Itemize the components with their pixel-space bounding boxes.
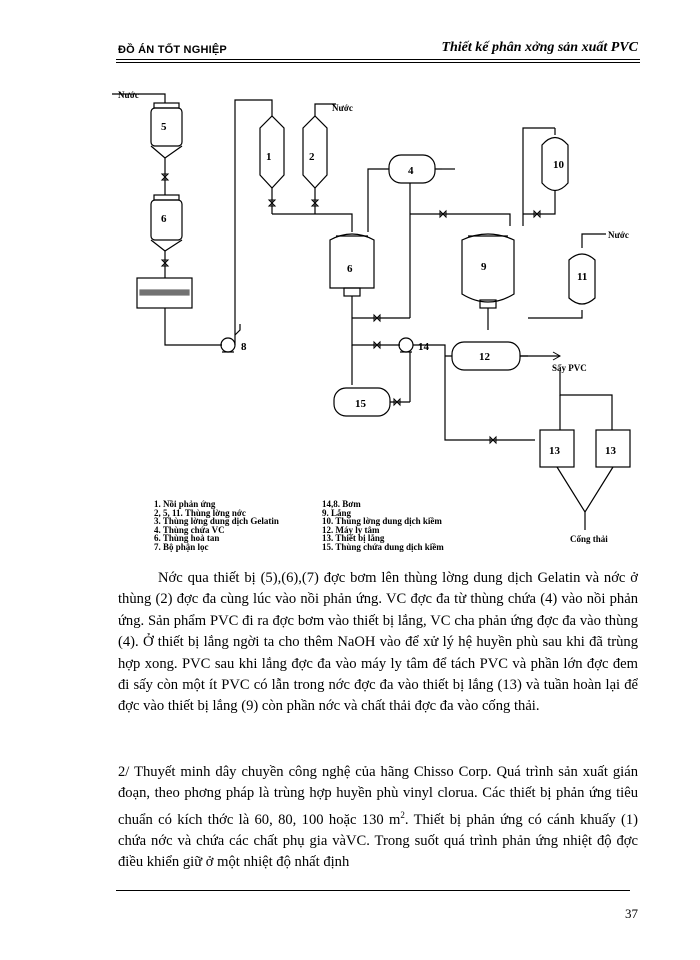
vessel-5: 5: [150, 102, 183, 159]
header-right-title: Thiết kế phân xởng sản xuất PVC: [441, 40, 638, 55]
header-rule: [116, 59, 640, 60]
vessel-11: 11: [568, 253, 596, 305]
header-left-title: ĐỒ ÁN TỐT NGHIỆP: [118, 44, 227, 56]
paragraph-2-superscript: 2: [400, 809, 405, 820]
paragraph-text: Nớc qua thiết bị (5),(6),(7) đợc bơm lên…: [118, 570, 638, 715]
vessel-10: 10: [541, 128, 569, 192]
label-nuoc-right: Nước: [608, 230, 629, 240]
legend-item: 7. Bộ phận lọc: [154, 541, 209, 552]
vessel-3: 1: [259, 115, 285, 189]
paragraph-2-main: 2/ Thuyết minh dây chuyền công nghệ của …: [118, 764, 638, 828]
pump-8: 8: [220, 324, 247, 353]
filter-unit-7: [136, 277, 193, 309]
unit-label-2: 2: [309, 151, 315, 163]
process-flow-diagram: 5 Nước 6 8 1 2 Nước: [112, 90, 631, 544]
unit-label-6: 6: [161, 213, 167, 225]
legend-item: 14,8. Bơm: [322, 499, 361, 509]
legend-item: 9. Lắng: [322, 507, 352, 518]
unit-label-3: 1: [266, 151, 272, 163]
legend-item: 3. Thùng lờng dung dịch Gelatin: [154, 516, 279, 527]
legend-item: 13. Thiết bị lắng: [322, 533, 385, 544]
unit-label-14: 14: [418, 341, 430, 353]
tank-4: 4: [382, 154, 442, 184]
unit-label-5: 5: [161, 121, 167, 133]
reactor-1: 6: [329, 233, 375, 297]
body-paragraph-1: Nớc qua thiết bị (5),(6),(7) đợc bơm lên…: [118, 568, 638, 718]
unit-label-9: 9: [481, 261, 487, 273]
body-paragraph-2: 2/ Thuyết minh dây chuyền công nghệ của …: [118, 762, 638, 874]
label-say-pvc: Sấy PVC: [552, 363, 587, 373]
label-nuoc-top-left: Nước: [118, 90, 139, 100]
page-number: 37: [625, 906, 638, 921]
legend-item: 4. Thùng chứa VC: [154, 524, 225, 535]
settler-9: 9: [461, 233, 515, 309]
unit-label-4: 4: [408, 165, 414, 177]
paragraph-text-2: 2/ Thuyết minh dây chuyền công nghệ của …: [118, 762, 638, 874]
legend-item: 12. Máy ly tâm: [322, 524, 380, 535]
paragraph-2-tail: . Thiết bị phản ứng có cánh khuấy (1) ch…: [118, 811, 638, 871]
unit-label-10: 10: [553, 159, 565, 171]
centrifuge-12: 12: [445, 341, 528, 371]
unit-label-13b: 13: [605, 445, 617, 457]
footer-rule: [116, 890, 630, 891]
legend-item: 6. Thùng hoà tan: [154, 533, 220, 544]
label-cong-thai: Cống thải: [570, 534, 608, 544]
legend-item: 15. Thùng chứa dung dịch kiềm: [322, 541, 444, 552]
settler-13b: 13: [595, 429, 631, 468]
label-nuoc-top-mid: Nước: [332, 103, 353, 113]
legend-right: 14,8. Bơm 9. Lắng 10. Thùng lờng dung dị…: [322, 500, 444, 552]
unit-label-13a: 13: [549, 445, 561, 457]
tank-15: 15: [333, 387, 410, 417]
unit-label-15: 15: [355, 398, 367, 410]
legend-item: 1. Nồi phản ứng: [154, 499, 216, 509]
header-rule-thin: [116, 62, 640, 63]
settler-13a: 13: [539, 429, 575, 468]
unit-label-11: 11: [577, 271, 587, 283]
unit-label-1: 6: [347, 263, 353, 275]
unit-label-12: 12: [479, 351, 491, 363]
vessel-2: 2: [302, 115, 328, 189]
legend-item: 10. Thùng lờng dung dịch kiềm: [322, 516, 442, 527]
unit-label-8: 8: [241, 341, 247, 353]
vessel-6: 6: [150, 194, 183, 252]
legend-left: 1. Nồi phản ứng 2, 5, 11. Thùng lờng nớc…: [154, 500, 279, 552]
legend-item: 2, 5, 11. Thùng lờng nớc: [154, 507, 246, 518]
